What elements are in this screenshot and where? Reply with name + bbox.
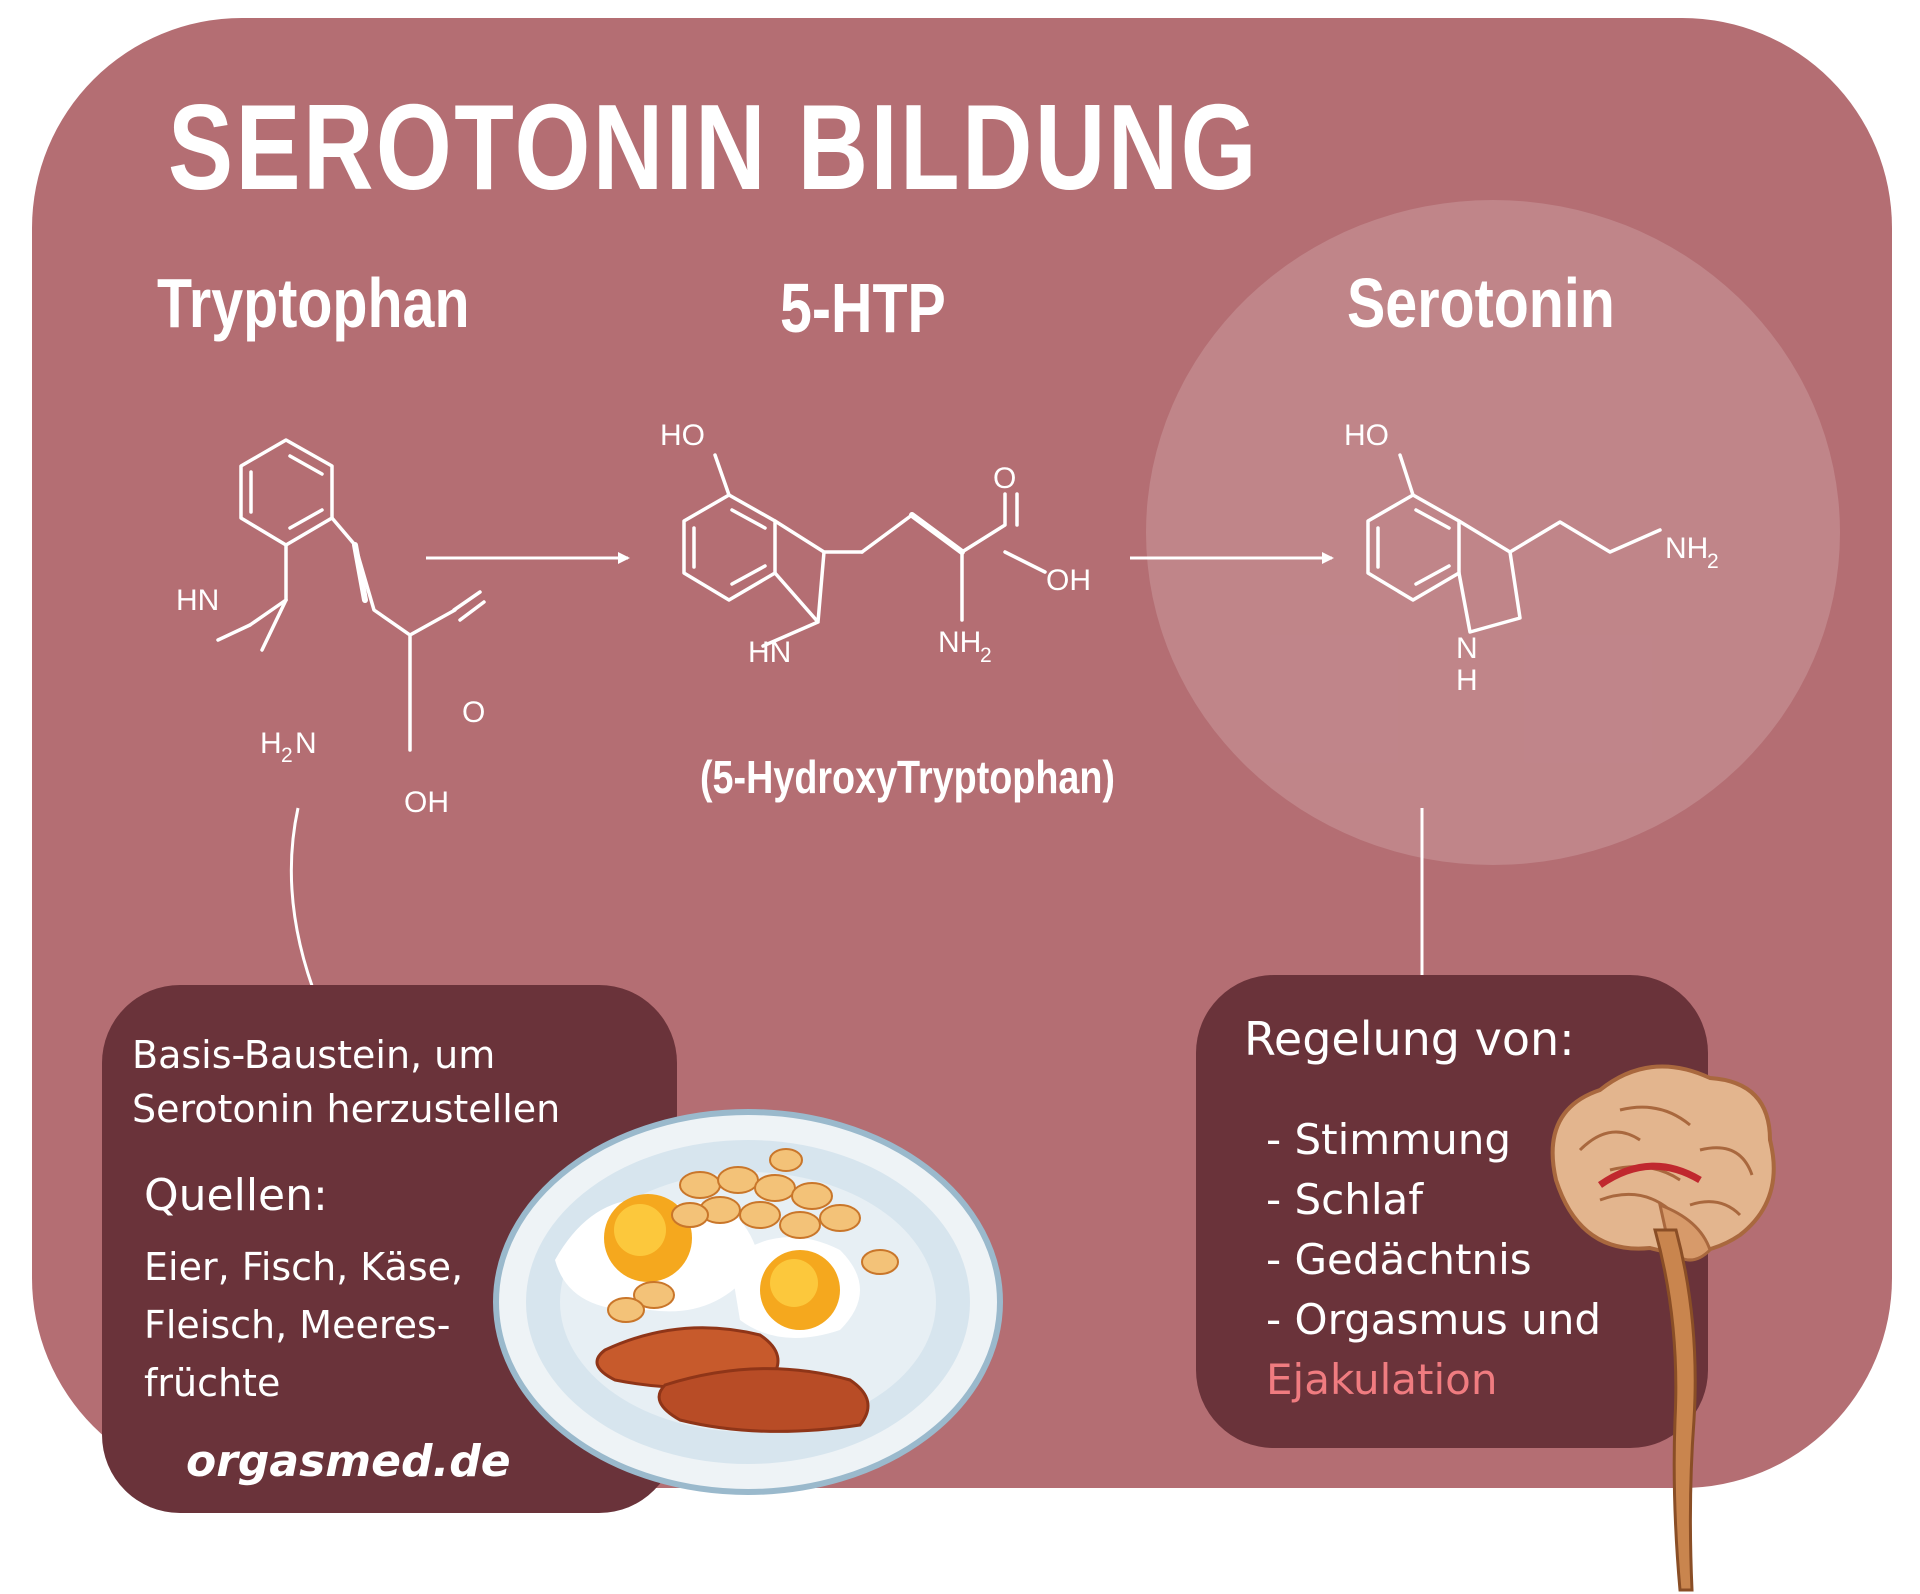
basis-description: Basis-Baustein, um Serotonin herzustelle… xyxy=(132,1028,560,1136)
htp-atom-ho: HO xyxy=(660,419,705,452)
htp-full-name: (5-HydroxyTryptophan) xyxy=(700,751,1115,803)
htp-label: 5-HTP xyxy=(780,269,946,347)
page-title: SEROTONIN BILDUNG xyxy=(168,79,1259,215)
website-label: orgasmed.de xyxy=(186,1436,511,1487)
tryptophan-atom-o: O xyxy=(462,696,485,729)
basis-line-2: Serotonin herzustellen xyxy=(132,1087,561,1131)
tryptophan-atom-h2n-n: N xyxy=(295,727,317,760)
serotonin-highlight-circle xyxy=(1146,200,1840,865)
htp-atom-oh: OH xyxy=(1046,564,1091,597)
serotonin-atom-ho: HO xyxy=(1344,419,1389,452)
function-item: - Gedächtnis xyxy=(1266,1235,1532,1284)
tryptophan-structure xyxy=(216,438,486,752)
function-item: - Orgasmus und xyxy=(1266,1295,1602,1344)
sources-list: Eier, Fisch, Käse, Fleisch, Meeres- früc… xyxy=(144,1238,463,1412)
htp-atom-o: O xyxy=(993,462,1016,495)
sources-line-1: Eier, Fisch, Käse, xyxy=(144,1245,464,1289)
functions-list: - Stimmung - Schlaf - Gedächtnis - Orgas… xyxy=(1266,1110,1601,1410)
serotonin-label: Serotonin xyxy=(1347,264,1615,342)
sources-line-2: Fleisch, Meeres- xyxy=(144,1303,451,1347)
basis-line-1: Basis-Baustein, um xyxy=(132,1033,496,1077)
tryptophan-atom-h2n-sub: 2 xyxy=(281,744,293,767)
sources-heading: Quellen: xyxy=(144,1170,328,1221)
htp-atom-hn: HN xyxy=(748,636,791,669)
htp-atom-nh2-nh: NH xyxy=(938,626,981,659)
tryptophan-label: Tryptophan xyxy=(157,264,470,342)
tryptophan-atom-oh: OH xyxy=(404,786,449,819)
htp-atom-nh2-sub: 2 xyxy=(980,644,992,667)
function-item-highlight: Ejakulation xyxy=(1266,1355,1498,1404)
function-item: - Schlaf xyxy=(1266,1175,1424,1224)
sources-line-3: früchte xyxy=(144,1361,281,1405)
serotonin-atom-nh2-nh: NH xyxy=(1665,532,1708,565)
arrow-tryptophan-to-sources xyxy=(289,807,320,1004)
serotonin-atom-n: N xyxy=(1456,632,1478,665)
tryptophan-atom-h2n-h: H xyxy=(260,727,282,760)
serotonin-atom-h: H xyxy=(1456,664,1478,697)
serotonin-atom-nh2-sub: 2 xyxy=(1707,550,1719,573)
serotonin-structure xyxy=(1366,453,1662,634)
functions-heading: Regelung von: xyxy=(1244,1012,1575,1066)
function-item: - Stimmung xyxy=(1266,1115,1512,1164)
tryptophan-atom-hn: HN xyxy=(176,584,219,617)
htp-structure xyxy=(682,453,1047,648)
